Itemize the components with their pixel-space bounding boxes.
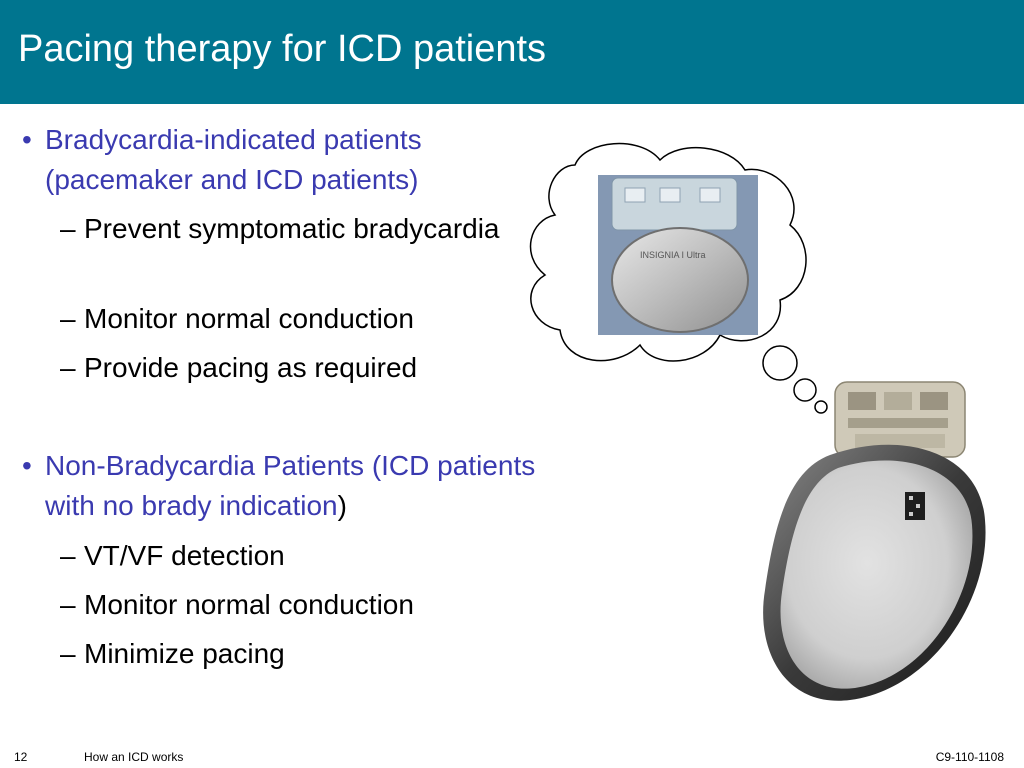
dash-icon: – <box>60 213 76 244</box>
subitem-prevent-bradycardia: – Prevent symptomatic bradycardia <box>60 209 530 249</box>
title-bar: Pacing therapy for ICD patients <box>0 0 1024 104</box>
bullet-non-bradycardia-patients: • Non-Bradycardia Patients (ICD patients… <box>22 446 562 526</box>
thought-device-label: INSIGNIA I Ultra <box>640 250 706 260</box>
dash-icon: – <box>60 540 76 571</box>
subitem-text: Monitor normal conduction <box>84 589 414 620</box>
subitem-text: Prevent symptomatic bradycardia <box>84 213 500 244</box>
dash-icon: – <box>60 303 76 334</box>
slide-title: Pacing therapy for ICD patients <box>18 28 547 70</box>
subitem-text: Provide pacing as required <box>84 352 418 383</box>
bullet-icon: • <box>22 124 32 155</box>
thought-device-image: INSIGNIA I Ultra <box>598 175 758 335</box>
dash-icon: – <box>60 638 76 669</box>
bullet-text: Non-Bradycardia Patients (ICD patients w… <box>45 450 536 521</box>
bullet-tail: ) <box>337 490 347 521</box>
subitem-monitor-conduction-2: – Monitor normal conduction <box>60 585 530 625</box>
thought-cloud <box>529 142 828 414</box>
footer-title: How an ICD works <box>84 750 184 764</box>
dash-icon: – <box>60 352 76 383</box>
subitem-text: Minimize pacing <box>84 638 285 669</box>
bullet-text: Bradycardia-indicated patients (pacemake… <box>45 124 422 195</box>
subitem-monitor-conduction: – Monitor normal conduction <box>60 299 530 339</box>
subitem-text: VT/VF detection <box>84 540 285 571</box>
subitem-minimize-pacing: – Minimize pacing <box>60 634 530 674</box>
subitem-text: Monitor normal conduction <box>84 303 414 334</box>
document-code: C9-110-1108 <box>935 750 1004 764</box>
subitem-vtvf-detection: – VT/VF detection <box>60 536 530 576</box>
dash-icon: – <box>60 589 76 620</box>
bullet-icon: • <box>22 450 32 481</box>
bullet-bradycardia-patients: • Bradycardia-indicated patients (pacema… <box>22 120 562 200</box>
page-number: 12 <box>14 750 28 764</box>
subitem-provide-pacing: – Provide pacing as required <box>60 348 530 388</box>
icd-device-image <box>763 381 986 701</box>
